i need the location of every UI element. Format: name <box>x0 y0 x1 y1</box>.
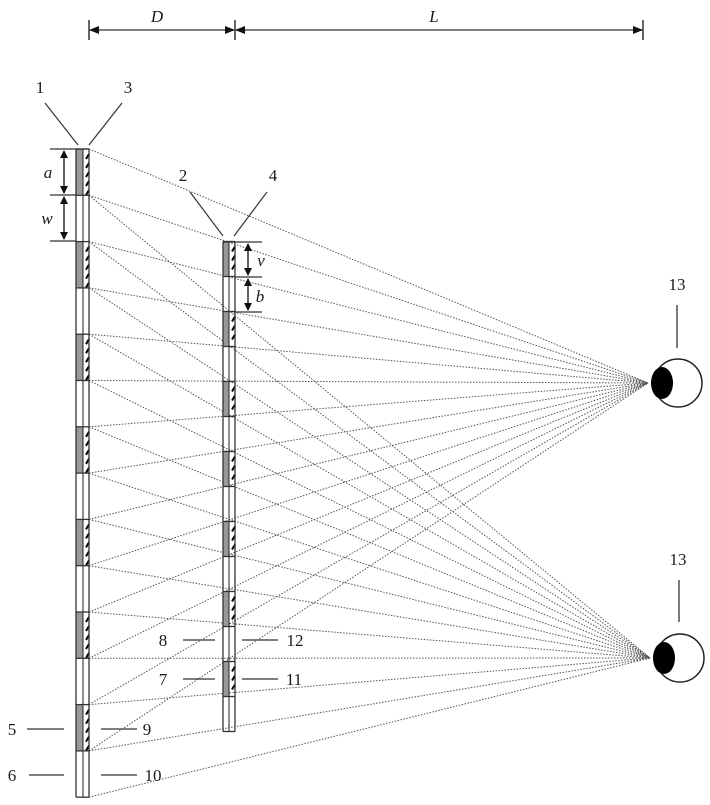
eye-bottom: 13 <box>653 550 705 683</box>
filled-strip <box>76 149 83 196</box>
callout-13-top: 13 <box>669 275 686 294</box>
ray <box>88 194 651 659</box>
dim-label-D: D <box>150 7 164 26</box>
filled-strip <box>223 381 229 417</box>
callout-8: 8 <box>159 631 168 650</box>
ray <box>88 565 651 659</box>
callout-3: 3 <box>124 78 133 97</box>
first-screen <box>75 148 90 798</box>
filled-strip <box>76 519 83 566</box>
leader-2 <box>189 191 224 237</box>
filled-strip <box>76 704 83 751</box>
callout-2: 2 <box>179 166 188 185</box>
ray <box>88 426 651 659</box>
pupil <box>651 367 673 399</box>
filled-strip <box>76 612 83 659</box>
leader-4 <box>233 191 268 237</box>
filled-strip <box>76 426 83 474</box>
ray <box>88 657 651 798</box>
ray <box>88 518 651 659</box>
gap-annotation-right: v b <box>223 241 265 313</box>
dimension-D: D <box>88 7 236 40</box>
ray <box>88 611 651 659</box>
callouts-top: 1 3 2 4 <box>36 78 278 237</box>
ray <box>88 382 649 706</box>
label-w: w <box>41 209 53 228</box>
filled-strip <box>223 311 229 347</box>
dimension-L: L <box>235 7 644 40</box>
ray <box>88 380 649 384</box>
eye-top: 13 <box>651 275 703 408</box>
leader-3 <box>88 102 123 146</box>
ray <box>88 241 651 659</box>
callout-6: 6 <box>8 766 17 785</box>
ray <box>88 382 649 613</box>
callout-7: 7 <box>159 670 168 689</box>
ray <box>88 382 649 752</box>
label-a: a <box>44 163 53 182</box>
ray <box>88 287 649 384</box>
filled-strip <box>76 241 83 288</box>
ray <box>88 194 649 384</box>
filled-strip <box>223 451 229 487</box>
pupil <box>653 642 675 674</box>
callout-5: 5 <box>8 720 17 739</box>
ray <box>88 148 649 384</box>
callout-4: 4 <box>269 166 278 185</box>
filled-strip <box>223 521 229 557</box>
ray <box>88 382 649 474</box>
ray <box>88 287 651 659</box>
ray <box>88 382 649 659</box>
ray <box>88 472 651 659</box>
ray <box>88 657 651 752</box>
gap-annotation-left: a w <box>41 148 89 242</box>
ray <box>88 241 649 384</box>
ray <box>88 382 649 520</box>
ray <box>88 380 651 659</box>
second-screen <box>222 240 236 733</box>
callout-9: 9 <box>143 720 152 739</box>
callout-12: 12 <box>287 631 304 650</box>
callout-10: 10 <box>145 766 162 785</box>
dim-label-L: L <box>428 7 438 26</box>
label-b: b <box>256 287 265 306</box>
filled-strip <box>223 661 229 697</box>
callout-13-bottom: 13 <box>670 550 687 569</box>
callouts-bottom: 5 6 9 10 8 7 12 11 <box>8 631 304 785</box>
ray <box>88 382 649 428</box>
label-v: v <box>257 251 265 270</box>
filled-strip <box>76 334 83 381</box>
filled-strip <box>223 591 229 627</box>
callout-11: 11 <box>286 670 302 689</box>
callout-1: 1 <box>36 78 45 97</box>
ray <box>88 657 651 706</box>
ray <box>88 333 649 384</box>
filled-strip <box>223 241 229 277</box>
leader-1 <box>44 102 79 146</box>
ray <box>88 333 651 659</box>
ray <box>88 382 649 567</box>
light-rays <box>88 148 651 798</box>
